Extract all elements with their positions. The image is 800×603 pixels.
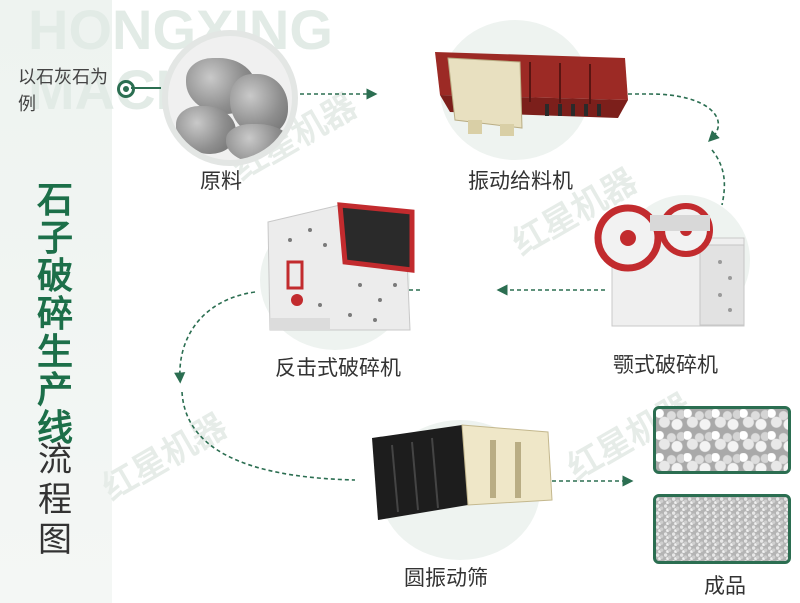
stage-label-impact: 反击式破碎机 [275, 356, 401, 380]
stage-label-raw: 原料 [200, 169, 242, 193]
stage-label-feeder: 振动给料机 [468, 169, 573, 193]
flow-line-jaw-down [711, 149, 726, 206]
material-note: 以石灰石为例 [18, 67, 108, 115]
jaw-crusher-image [594, 203, 745, 327]
note-connector [131, 87, 161, 89]
stage-label-product: 成品 [704, 574, 746, 598]
diagram-title: 石子破碎生产线 [36, 180, 73, 449]
vibrating-feeder-image [435, 52, 628, 136]
flow-line-screen-in [181, 391, 356, 481]
stage-label-jaw: 颚式破碎机 [613, 353, 718, 377]
coarse-aggregate-image [653, 406, 791, 474]
fine-aggregate-image [653, 494, 791, 564]
impact-crusher-image [267, 202, 415, 331]
flow-arrow-impact-to-screen [174, 291, 256, 384]
stage-label-screen: 圆振动筛 [404, 566, 488, 590]
raw-material-image [162, 30, 298, 166]
rock-icon [226, 124, 292, 160]
flow-arrow-feeder-to-jaw [628, 93, 720, 142]
note-marker-icon [117, 80, 135, 98]
diagram-subtitle: 流程图 [38, 440, 72, 560]
vibrating-screen-image [372, 424, 553, 520]
